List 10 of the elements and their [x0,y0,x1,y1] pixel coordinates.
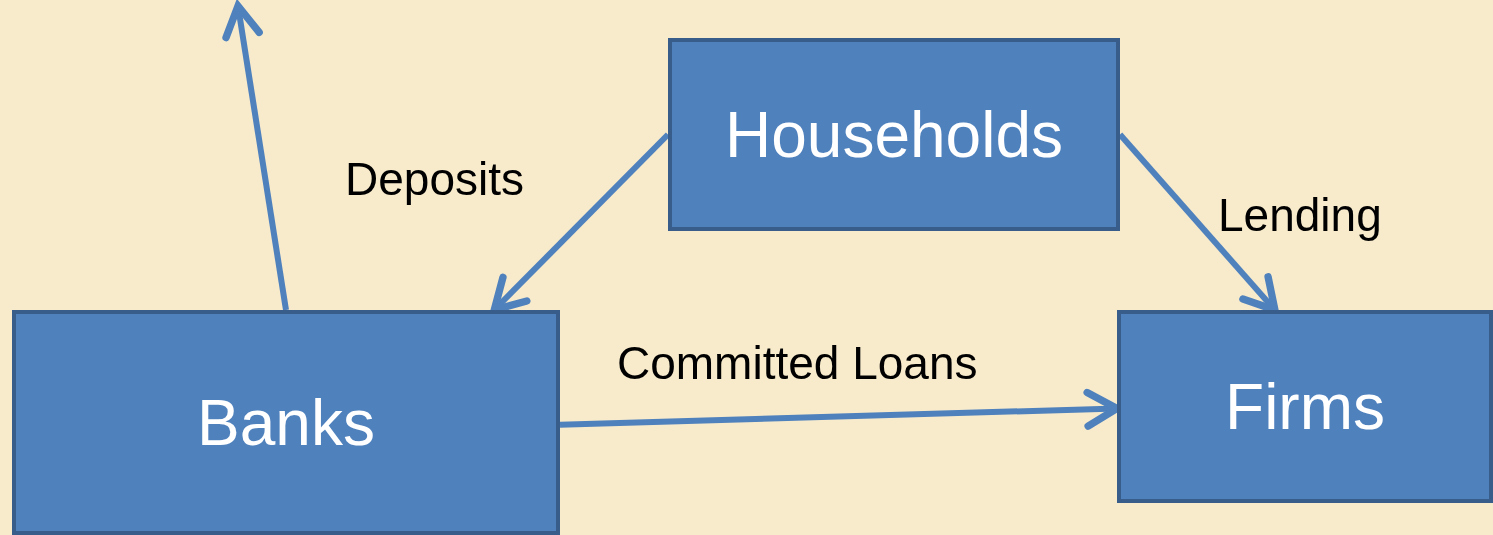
edge-label: Deposits [345,152,524,206]
process-box [12,310,560,535]
edge-label: Lending [1218,188,1382,242]
process-box [1117,310,1493,503]
edge-label: Committed Loans [617,336,978,390]
node-label: Households [725,97,1063,172]
node-label: Firms [1225,369,1385,444]
arrow [222,2,289,311]
node-label: Banks [197,385,375,460]
process-box [668,38,1120,231]
